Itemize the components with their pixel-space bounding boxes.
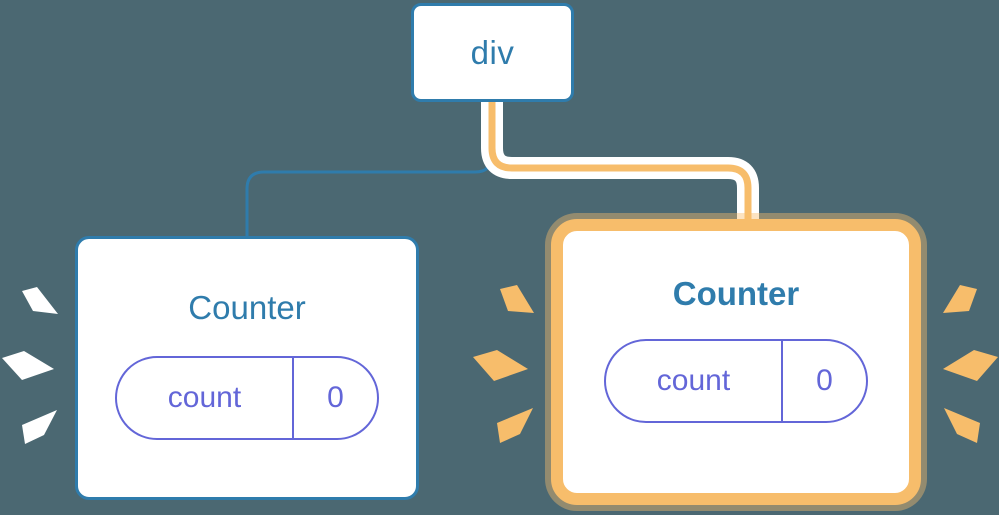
edge-div-to-counter-left: [245, 102, 494, 238]
state-pill-counter-right: count 0: [604, 339, 868, 423]
node-counter-left-label: Counter: [188, 289, 306, 326]
state-pill-key: count: [167, 381, 242, 414]
state-pill-value: 0: [292, 358, 377, 438]
node-div-label: div: [470, 34, 515, 71]
node-div[interactable]: div: [411, 3, 574, 102]
state-pill-value: 0: [781, 341, 866, 421]
node-counter-left[interactable]: Counter count 0: [75, 236, 419, 500]
node-counter-right[interactable]: Counter count 0: [551, 219, 921, 505]
state-pill-key: count: [656, 364, 731, 397]
node-counter-right-label: Counter: [672, 275, 800, 312]
state-pill-counter-left: count 0: [115, 356, 379, 440]
edge-div-to-counter-right: [488, 102, 752, 232]
